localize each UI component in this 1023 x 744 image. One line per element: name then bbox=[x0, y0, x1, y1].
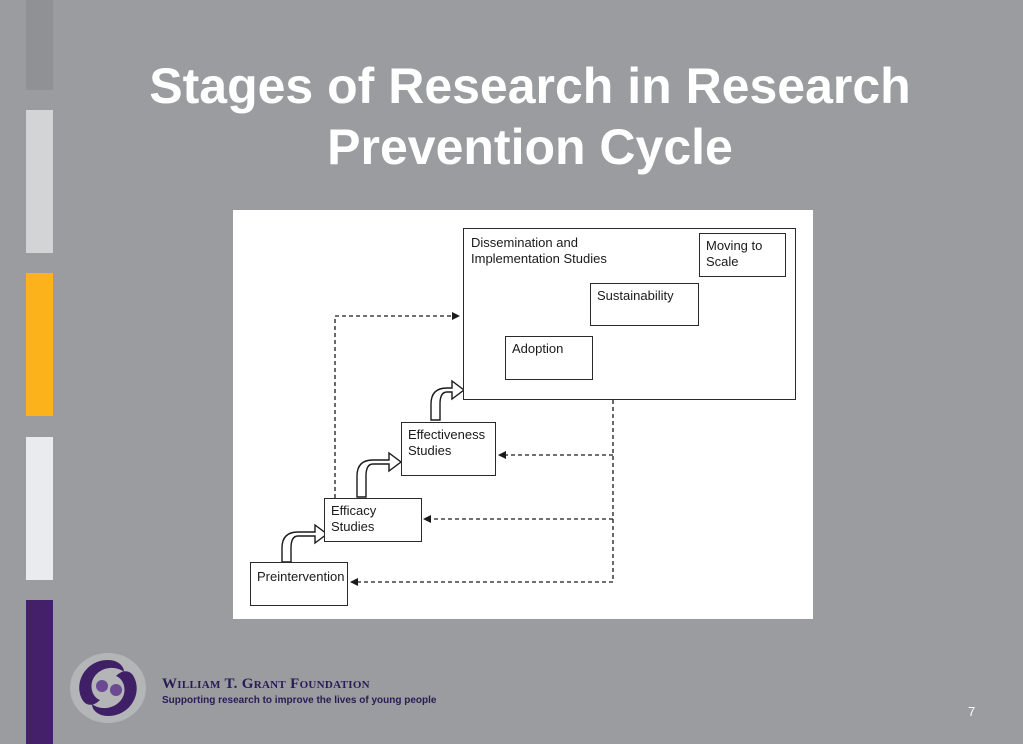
step-arrow-1 bbox=[281, 523, 329, 563]
dissemination-label: Dissemination and Implementation Studies bbox=[471, 235, 607, 266]
slide-title: Stages of Research in Research Preventio… bbox=[90, 56, 970, 178]
adoption-box: Adoption bbox=[505, 336, 593, 380]
stripe-purple bbox=[26, 600, 53, 744]
slide-number: 7 bbox=[968, 704, 976, 719]
slide-title-line-1: Stages of Research in Research bbox=[149, 58, 911, 114]
sustainability-box: Sustainability bbox=[590, 283, 699, 326]
feedback-arrow-to-dissemination bbox=[334, 312, 460, 498]
stripe-white bbox=[26, 437, 53, 580]
step-arrow-3 bbox=[430, 379, 466, 421]
progression-arrows bbox=[281, 379, 466, 563]
slide-title-line-2: Prevention Cycle bbox=[327, 119, 733, 175]
preintervention-box: Preintervention bbox=[250, 562, 348, 606]
stripe-orange bbox=[26, 273, 53, 416]
stripe-light-gray bbox=[26, 110, 53, 253]
foundation-name: William T. Grant Foundation bbox=[162, 676, 370, 692]
moving-to-scale-box: Moving to Scale bbox=[699, 233, 786, 277]
stripe-gray bbox=[26, 0, 53, 90]
foundation-logo-icon bbox=[70, 653, 146, 723]
feedback-arrows bbox=[334, 312, 614, 586]
research-cycle-diagram: Dissemination and Implementation Studies… bbox=[233, 210, 813, 619]
step-arrow-2 bbox=[356, 451, 403, 498]
foundation-tagline: Supporting research to improve the lives… bbox=[162, 695, 437, 706]
efficacy-box: Efficacy Studies bbox=[324, 498, 422, 542]
diagram-connectors bbox=[281, 312, 614, 586]
effectiveness-box: Effectiveness Studies bbox=[401, 422, 496, 476]
